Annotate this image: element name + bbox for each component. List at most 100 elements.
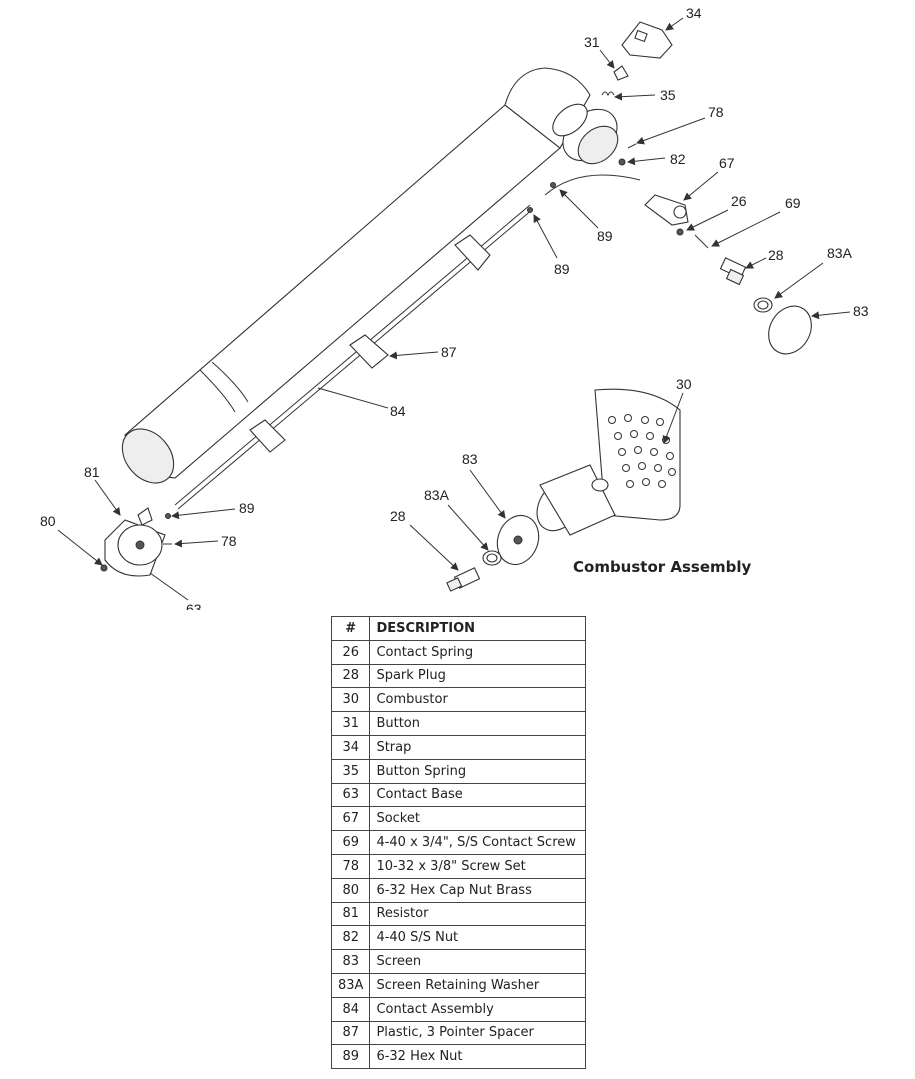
part-number-cell: 26 [330,639,371,665]
part-description-cell: Resistor [369,901,587,927]
part-number-cell: 80 [330,877,371,903]
callout-35: 35 [660,87,676,103]
callout-83-lower: 83 [462,451,478,467]
contact-base-part [104,507,166,577]
callout-89-base: 89 [239,500,255,516]
part-number-cell: 84 [330,996,371,1022]
callout-30: 30 [676,376,692,392]
callout-87: 87 [441,344,457,360]
callout-28-lower: 28 [390,508,406,524]
part-description-cell: 6-32 Hex Cap Nut Brass [369,877,587,903]
callout-82: 82 [670,151,686,167]
callout-67: 67 [719,155,735,171]
screen-part [768,305,812,355]
callout-89-rod: 89 [554,261,570,277]
contact-rod [174,204,534,510]
part-description-cell: Screen [369,949,587,974]
part-number-cell: 82 [330,925,371,951]
callout-83a-lower: 83A [424,487,450,503]
part-number-cell: 89 [330,1044,371,1070]
part-number-cell: 81 [330,901,371,927]
part-number-cell: 83 [330,949,371,974]
spark-plug-part [719,257,747,286]
part-number-cell: 78 [330,853,371,879]
part-description-cell: Socket [369,806,587,832]
callout-78-base: 78 [221,533,237,549]
callout-31: 31 [584,34,600,50]
callout-69: 69 [785,195,801,211]
callout-26: 26 [731,193,747,209]
part-number-cell: 31 [330,711,371,736]
part-description-cell: Spark Plug [369,663,587,689]
part-description-cell: Contact Assembly [369,996,587,1022]
part-description-cell: 6-32 Hex Nut [369,1044,587,1070]
button-spring-part [601,91,615,97]
part-description-cell: Button Spring [369,758,587,784]
button-part [613,65,629,81]
part-description-cell: Button [369,711,587,736]
column-header-number: # [330,616,371,641]
part-description-cell: Plastic, 3 Pointer Spacer [369,1020,587,1046]
part-description-cell: 4-40 S/S Nut [369,925,587,951]
part-description-cell: Screen Retaining Washer [369,972,587,998]
screw-set-part [627,143,637,149]
part-number-cell: 87 [330,1020,371,1046]
part-number-cell: 69 [330,830,371,855]
combustor-assembly-title: Combustor Assembly [573,558,752,576]
strap-part [621,21,673,59]
part-description-cell: Combustor [369,687,587,713]
part-description-cell: Contact Spring [369,639,587,665]
callout-83-top: 83 [853,303,869,319]
callout-83a-top: 83A [827,245,853,261]
callout-84: 84 [390,403,406,419]
part-description-cell: 10-32 x 3/8" Screw Set [369,853,587,879]
part-number-cell: 83A [330,972,371,998]
contact-spring-part [676,228,684,236]
part-number-cell: 67 [330,806,371,832]
contact-wire [544,174,641,196]
part-number-cell: 28 [330,663,371,689]
exploded-parts-diagram: 34 31 35 78 82 67 26 69 89 89 28 83A 83 … [40,5,869,610]
contact-screw-part [694,234,709,249]
combustor-tube [121,67,619,484]
part-description-cell: 4-40 x 3/4", S/S Contact Screw [369,830,587,855]
part-number-cell: 63 [330,782,371,808]
combustor-part [536,388,681,536]
callout-78-top: 78 [708,104,724,120]
callout-63: 63 [186,601,202,610]
callout-28-top: 28 [768,247,784,263]
callout-89-wire: 89 [597,228,613,244]
part-number-cell: 30 [330,687,371,713]
part-description-cell: Contact Base [369,782,587,808]
part-description-cell: Strap [369,734,587,760]
callout-34: 34 [686,5,702,21]
part-number-cell: 35 [330,758,371,784]
column-header-description: DESCRIPTION [369,616,587,641]
hex-nut-part [527,207,533,213]
callout-81: 81 [84,464,100,480]
table-header-row: # DESCRIPTION [330,616,587,641]
callout-80: 80 [40,513,56,529]
nut-part [618,158,626,166]
part-number-cell: 34 [330,734,371,760]
